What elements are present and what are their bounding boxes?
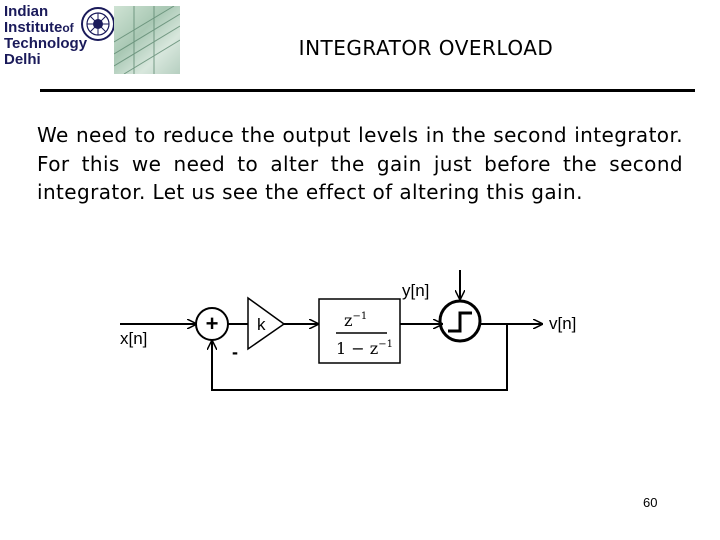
logo-text: Indian Instituteof Technology Delhi: [4, 4, 87, 67]
campus-building-image: [114, 6, 180, 74]
slide-title: INTEGRATOR OVERLOAD: [236, 36, 616, 60]
logo-line-4: Delhi: [4, 52, 87, 68]
integrator-numerator: z−1: [344, 311, 367, 330]
logo-line-2: Instituteof: [4, 20, 87, 37]
logo-line-3: Technology: [4, 36, 87, 52]
iit-delhi-logo: Indian Instituteof Technology Delhi: [2, 2, 180, 74]
quantizer-step-icon: [448, 313, 472, 331]
quantizer-input-label: y[n]: [402, 281, 429, 300]
input-label: x[n]: [120, 329, 147, 348]
institute-seal-icon: [80, 6, 116, 42]
block-diagram: x[n] + - k z−1 1 − z−1 y[n] v[n]: [112, 265, 592, 410]
body-paragraph: We need to reduce the output levels in t…: [37, 121, 683, 207]
gain-block: [248, 298, 284, 349]
integrator-denominator: 1 − z−1: [336, 339, 393, 358]
sum-minus-sign: -: [232, 342, 238, 362]
logo-line-1: Indian: [4, 4, 87, 20]
page-number: 60: [643, 495, 657, 510]
output-label: v[n]: [549, 314, 576, 333]
sum-plus-sign: +: [206, 311, 219, 336]
gain-label: k: [257, 315, 266, 334]
title-divider: [40, 89, 695, 92]
